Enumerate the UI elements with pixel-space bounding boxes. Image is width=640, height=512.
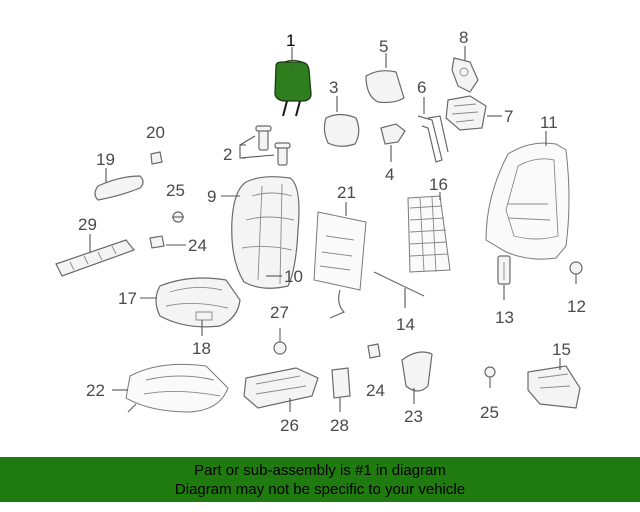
callout-13: 13 xyxy=(495,308,514,327)
notice-line-2: Diagram may not be specific to your vehi… xyxy=(174,481,466,498)
part-14-rod[interactable] xyxy=(373,271,425,297)
leader-2 xyxy=(239,135,275,159)
callout-8: 8 xyxy=(459,28,468,47)
callout-1: 1 xyxy=(286,31,295,50)
callout-20: 20 xyxy=(146,123,165,142)
part-17-seat-cushion[interactable] xyxy=(155,277,241,328)
callout-27: 27 xyxy=(270,303,289,322)
callout-24a: 24 xyxy=(188,236,207,255)
part-29-side-trim[interactable] xyxy=(55,239,135,277)
callout-6: 6 xyxy=(417,78,426,97)
callout-24b: 24 xyxy=(366,381,385,400)
callout-14: 14 xyxy=(396,315,415,334)
callout-4: 4 xyxy=(385,165,394,184)
part-26-track[interactable] xyxy=(243,367,319,409)
callout-5: 5 xyxy=(379,37,388,56)
callout-26: 26 xyxy=(280,416,299,435)
part-23-bracket[interactable] xyxy=(401,351,433,392)
part-5-headrest-pad[interactable] xyxy=(365,70,405,104)
part-15-side-shield[interactable] xyxy=(527,365,581,409)
callout-3: 3 xyxy=(329,78,338,97)
callout-10: 10 xyxy=(284,267,303,286)
part-7-panel[interactable] xyxy=(445,95,487,131)
callout-21: 21 xyxy=(337,183,356,202)
part-1-headrest[interactable] xyxy=(274,59,312,117)
callout-18: 18 xyxy=(192,339,211,358)
parts-diagram: 1 2 3 4 5 6 7 8 9 1 xyxy=(55,28,586,435)
part-13-latch[interactable] xyxy=(497,255,511,285)
part-25-fastener-a[interactable] xyxy=(172,211,184,223)
callout-15: 15 xyxy=(552,340,571,359)
part-2-guides[interactable] xyxy=(255,125,291,166)
callout-16: 16 xyxy=(429,175,448,194)
part-6-bracket[interactable] xyxy=(417,115,449,163)
part-19-trim[interactable] xyxy=(94,175,144,201)
callout-11: 11 xyxy=(540,113,558,132)
callout-22: 22 xyxy=(86,381,105,400)
callout-12: 12 xyxy=(567,297,586,316)
diagram-notice-banner: Part or sub-assembly is #1 in diagram Di… xyxy=(0,457,640,502)
callout-9: 9 xyxy=(207,187,216,206)
part-16-lumbar-grid[interactable] xyxy=(407,195,451,273)
part-28-end-cap[interactable] xyxy=(331,367,351,399)
callout-25a: 25 xyxy=(166,181,185,200)
part-24-clip-b[interactable] xyxy=(367,343,381,359)
callout-29: 29 xyxy=(78,215,97,234)
part-27-knob[interactable] xyxy=(273,328,287,355)
callout-2: 2 xyxy=(223,145,232,164)
part-9-seatback-cushion[interactable] xyxy=(231,176,300,289)
part-25-fastener-b[interactable] xyxy=(484,366,496,388)
part-21-heater-pad[interactable] xyxy=(313,211,367,319)
callout-7: 7 xyxy=(504,107,513,126)
callout-23: 23 xyxy=(404,407,423,426)
notice-line-1: Part or sub-assembly is #1 in diagram xyxy=(194,462,446,479)
part-8-cover[interactable] xyxy=(451,57,479,93)
callout-25b: 25 xyxy=(480,403,499,422)
part-3-headrest-cover[interactable] xyxy=(323,113,360,147)
callout-19: 19 xyxy=(96,150,115,169)
part-11-seatback-frame[interactable] xyxy=(485,142,570,260)
part-4-clip[interactable] xyxy=(380,123,406,145)
part-20-cap[interactable] xyxy=(150,151,163,165)
part-24-clip-a[interactable] xyxy=(149,235,165,249)
part-22-cushion-pad[interactable] xyxy=(125,363,229,413)
part-12-bolt[interactable] xyxy=(569,261,583,284)
callout-28: 28 xyxy=(330,416,349,435)
callout-17: 17 xyxy=(118,289,137,308)
